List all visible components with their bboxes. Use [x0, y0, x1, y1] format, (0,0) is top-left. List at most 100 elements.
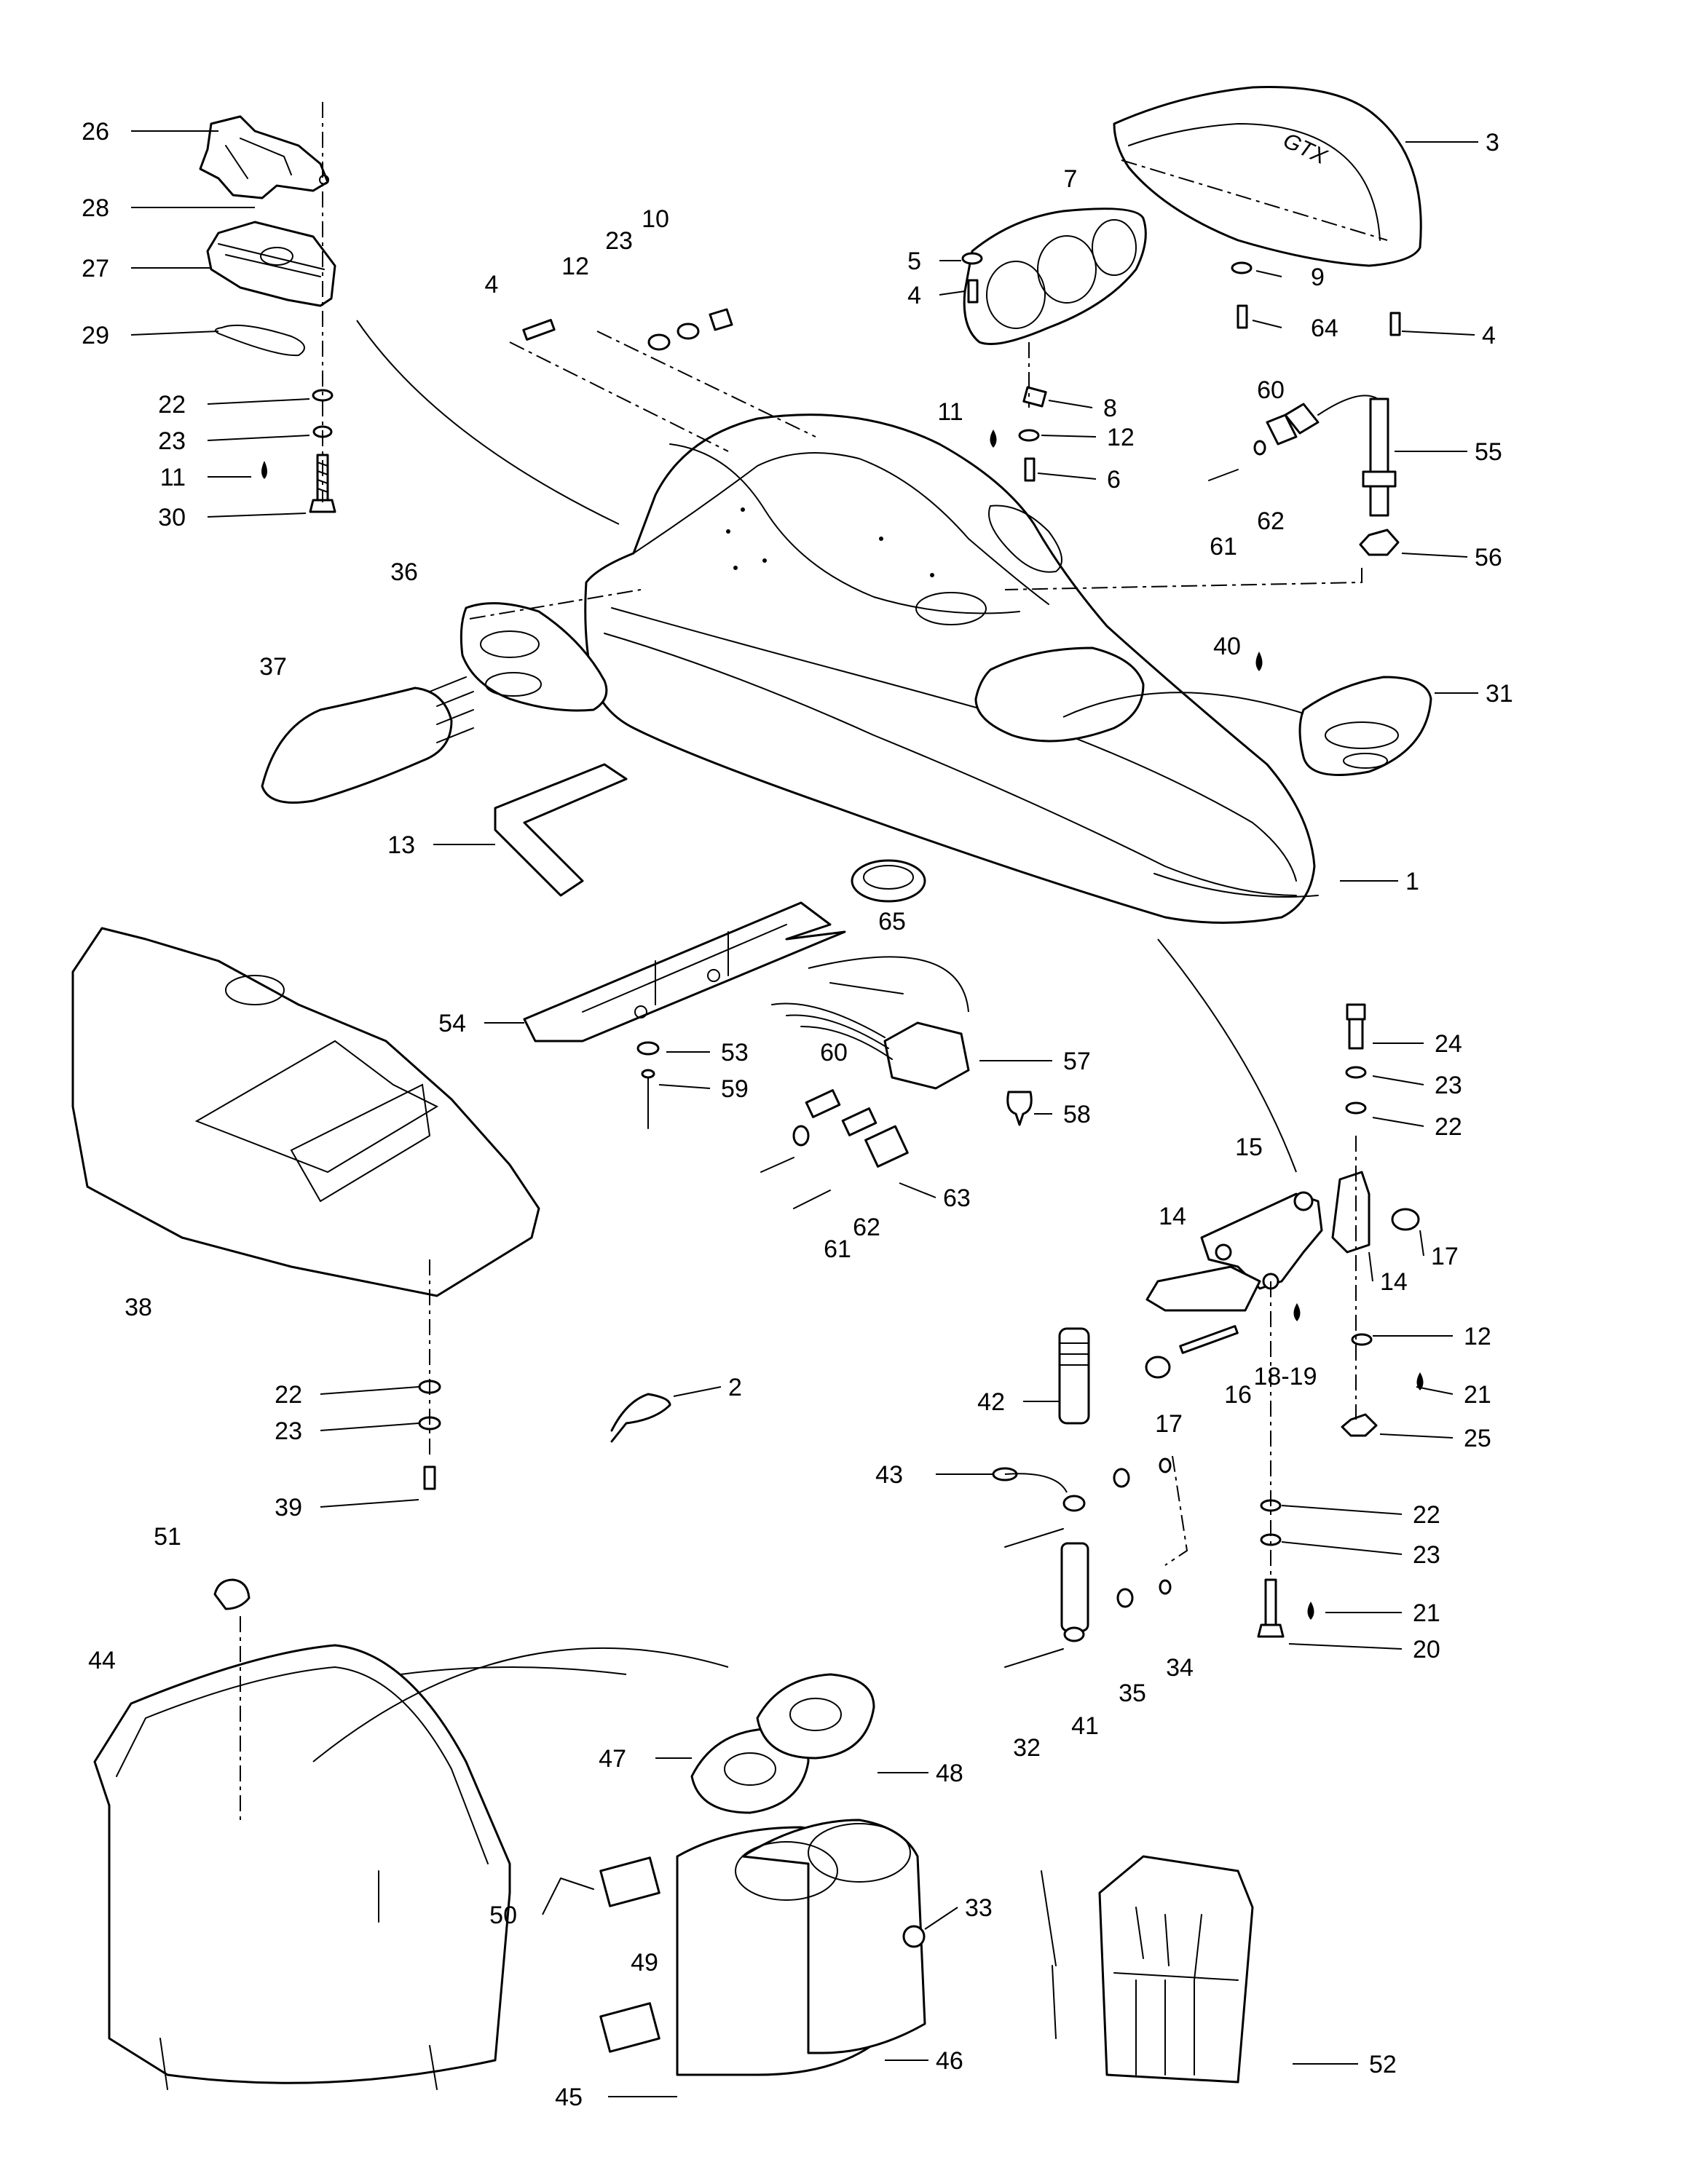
- leader-line: [1281, 1505, 1403, 1515]
- callout-15: 15: [1235, 1133, 1263, 1161]
- callout-23: 23: [158, 427, 186, 455]
- callout-23: 23: [275, 1417, 302, 1445]
- callout-39: 39: [275, 1494, 302, 1522]
- bezel-fasteners: [961, 252, 1401, 482]
- callout-16: 16: [1224, 1381, 1252, 1409]
- leader-line: [542, 1878, 561, 1915]
- callout-26: 26: [82, 118, 109, 146]
- callout-22: 22: [275, 1381, 302, 1409]
- side-trim: [460, 602, 608, 712]
- leader-line: [1401, 553, 1468, 558]
- callout-62: 62: [1257, 507, 1285, 535]
- lubricant-drop-icons: [261, 430, 1424, 1620]
- pan-fasteners: [418, 1380, 441, 1490]
- callout-13: 13: [387, 831, 415, 859]
- callout-12: 12: [1464, 1323, 1491, 1350]
- bottle-holder: [676, 1819, 926, 2076]
- callout-21: 21: [1464, 1381, 1491, 1409]
- leader-line: [1368, 1251, 1373, 1282]
- shock-absorber: [992, 1327, 1172, 1668]
- callout-14: 14: [1380, 1268, 1408, 1296]
- callout-60: 60: [1257, 376, 1285, 404]
- callout-41: 41: [1071, 1712, 1099, 1740]
- callout-47: 47: [599, 1745, 626, 1773]
- callout-7: 7: [1064, 165, 1078, 193]
- grommet: [851, 859, 926, 903]
- callout-62: 62: [853, 1214, 880, 1241]
- callout-12: 12: [561, 253, 589, 280]
- callout-12: 12: [1107, 424, 1135, 451]
- callout-27: 27: [82, 255, 109, 282]
- callout-2: 2: [728, 1374, 742, 1401]
- leader-line: [130, 331, 219, 336]
- callout-leaders: [130, 130, 1478, 2097]
- callout-35: 35: [1119, 1679, 1146, 1707]
- callout-33: 33: [965, 1894, 993, 1922]
- leader-line: [207, 513, 307, 518]
- callout-40: 40: [1213, 633, 1241, 660]
- callout-22: 22: [158, 391, 186, 419]
- alignment-lines: [240, 102, 1388, 1820]
- callout-28: 28: [82, 194, 109, 222]
- callout-3: 3: [1486, 129, 1499, 157]
- callout-29: 29: [82, 322, 109, 349]
- callout-25: 25: [1464, 1425, 1491, 1452]
- leader-line: [1281, 1541, 1403, 1555]
- callout-53: 53: [721, 1039, 749, 1067]
- callout-32: 32: [1013, 1734, 1041, 1762]
- holder-hardware: [560, 1856, 926, 2053]
- callout-4: 4: [485, 271, 499, 298]
- callout-61: 61: [1210, 533, 1237, 561]
- callout-37: 37: [259, 653, 287, 681]
- callout-9: 9: [1311, 264, 1325, 291]
- callout-14: 14: [1159, 1203, 1186, 1230]
- gauge-bezel: [963, 207, 1147, 345]
- callout-8: 8: [1103, 395, 1117, 422]
- callout-18-19: 18-19: [1254, 1363, 1317, 1390]
- callout-23: 23: [1435, 1072, 1462, 1099]
- callout-4: 4: [907, 282, 921, 309]
- leader-line: [207, 398, 310, 405]
- cable-clip: [610, 1393, 671, 1443]
- callout-10: 10: [642, 205, 669, 233]
- storage-bin: [93, 1644, 511, 2090]
- leader-line: [320, 1423, 419, 1431]
- leader-line: [1372, 1075, 1424, 1085]
- bottom-pan: [71, 927, 540, 1297]
- callout-22: 22: [1435, 1113, 1462, 1141]
- leader-line: [658, 1084, 711, 1089]
- callout-11: 11: [937, 398, 963, 426]
- callout-57: 57: [1063, 1048, 1091, 1075]
- windshield: GTX: [1113, 86, 1422, 267]
- assembly-arrows: [312, 320, 1304, 1762]
- harness-connectors: [760, 1089, 909, 1209]
- pivot-bracket: [1145, 1171, 1420, 1312]
- leader-line: [673, 1386, 722, 1397]
- callout-23: 23: [1413, 1541, 1440, 1569]
- callout-44: 44: [88, 1647, 116, 1674]
- bottle-caps: [690, 1673, 875, 1814]
- callout-1: 1: [1405, 868, 1419, 895]
- callout-23: 23: [605, 227, 633, 255]
- callout-22: 22: [1413, 1501, 1440, 1529]
- callout-34: 34: [1166, 1654, 1194, 1682]
- callout-42: 42: [977, 1388, 1005, 1416]
- leader-line: [320, 1499, 419, 1508]
- leader-line: [1288, 1643, 1403, 1650]
- callout-24: 24: [1435, 1030, 1462, 1058]
- vent-cover: [1298, 676, 1432, 776]
- callout-31: 31: [1486, 680, 1513, 708]
- callout-17: 17: [1431, 1243, 1459, 1270]
- callout-52: 52: [1369, 2051, 1397, 2078]
- rivet: [636, 1041, 660, 1129]
- leader-line: [1372, 1117, 1424, 1127]
- callout-17: 17: [1155, 1410, 1183, 1438]
- callout-59: 59: [721, 1075, 749, 1103]
- callout-60: 60: [820, 1039, 848, 1067]
- callout-21: 21: [1413, 1599, 1440, 1627]
- callout-36: 36: [390, 558, 418, 586]
- callout-48: 48: [936, 1760, 963, 1787]
- callout-6: 6: [1107, 466, 1121, 494]
